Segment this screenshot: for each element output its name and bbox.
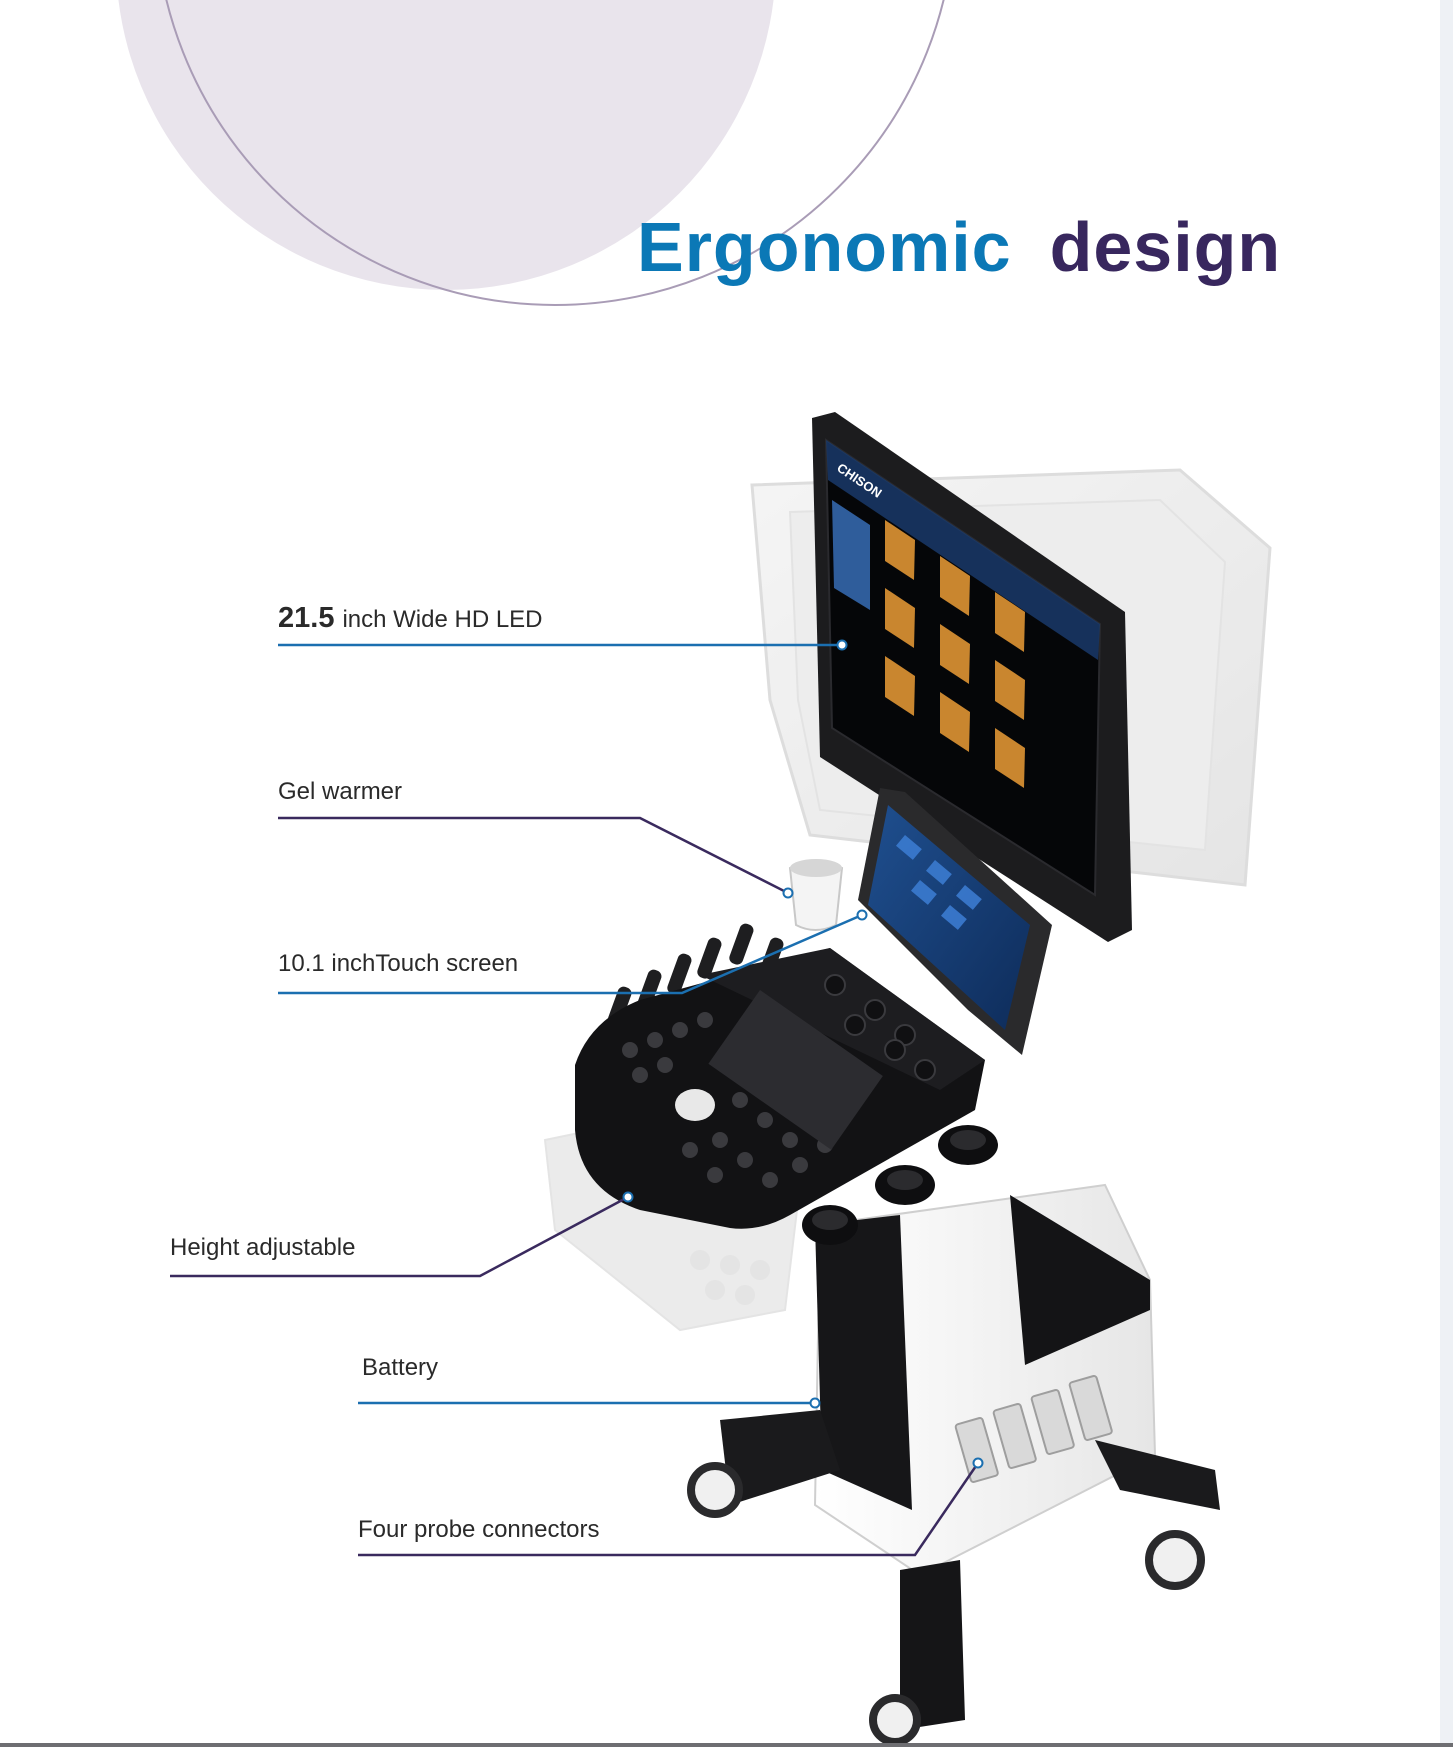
caster-front	[869, 1694, 921, 1746]
label-touch-screen: 10.1 inchTouch screen	[278, 950, 519, 977]
bottom-rule	[0, 1743, 1453, 1747]
label-monitor-text: inch Wide HD LED	[342, 606, 543, 633]
dot-height	[622, 1191, 634, 1203]
lilac-circle	[118, 0, 774, 290]
leader-gel-warmer	[278, 816, 789, 895]
label-probe-connectors: Four probe connectors	[358, 1516, 600, 1543]
dot-touch-screen	[856, 909, 868, 921]
title-word-design: design	[1049, 208, 1282, 286]
outline-circle	[165, 0, 945, 306]
dot-probes	[972, 1457, 984, 1469]
control-panel	[575, 948, 985, 1229]
touch-screen-panel	[858, 788, 1052, 1055]
label-monitor-size: 21.5	[278, 602, 335, 634]
gel-warmer-cup	[788, 859, 844, 931]
caster-right	[1145, 1530, 1205, 1590]
label-battery: Battery	[362, 1354, 439, 1381]
caster-left	[687, 1462, 743, 1518]
leader-probes	[358, 1462, 980, 1557]
title-word-ergonomic: Ergonomic	[637, 208, 1012, 286]
trackball	[675, 1089, 715, 1121]
monitor-sidebar	[832, 500, 870, 610]
monitor-image-tiles	[885, 520, 1025, 788]
cart-body	[802, 1125, 1157, 1577]
label-gel-warmer: Gel warmer	[278, 778, 403, 805]
label-height-adjustable: Height adjustable	[170, 1234, 356, 1261]
label-monitor: 21.5 inch Wide HD LED	[278, 604, 543, 633]
dot-gel-warmer	[782, 887, 794, 899]
main-monitor: CHISON	[812, 412, 1132, 942]
dot-battery	[809, 1397, 821, 1409]
decorative-circles	[118, 0, 945, 306]
page-edge	[1440, 0, 1453, 1747]
cart-base	[687, 1410, 1220, 1746]
dot-monitor	[836, 639, 848, 651]
probe-ports	[954, 1374, 1113, 1483]
leader-touch-screen	[278, 913, 863, 995]
leader-height	[170, 1195, 629, 1278]
